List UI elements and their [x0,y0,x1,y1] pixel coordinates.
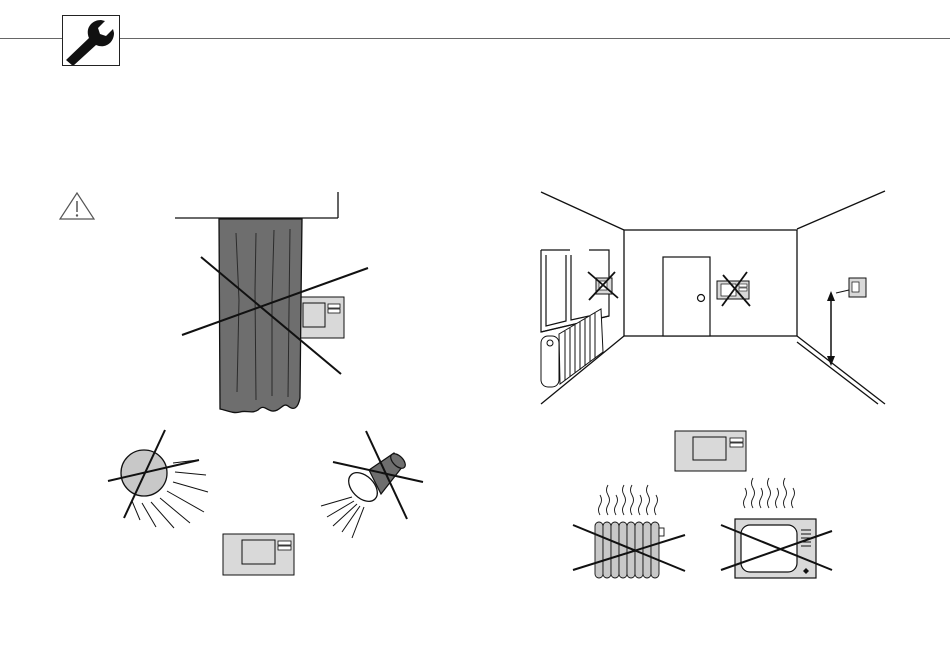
thermostat-device-right [675,431,746,471]
door [663,257,710,336]
thermostat-behind-curtain [296,297,344,338]
curtain [219,219,302,413]
mounting-height-arrow [827,291,835,366]
television-icon [735,478,816,578]
warning-icon [60,193,94,219]
radiator-in-room [541,309,603,387]
curtain-rail [175,192,338,218]
radiator-icon [595,485,664,578]
thermostat-right-wall [836,278,866,297]
thermostat-next-to-door [717,272,750,306]
thermostat-left-wall [588,272,618,300]
thermostat-device-left [223,534,294,575]
